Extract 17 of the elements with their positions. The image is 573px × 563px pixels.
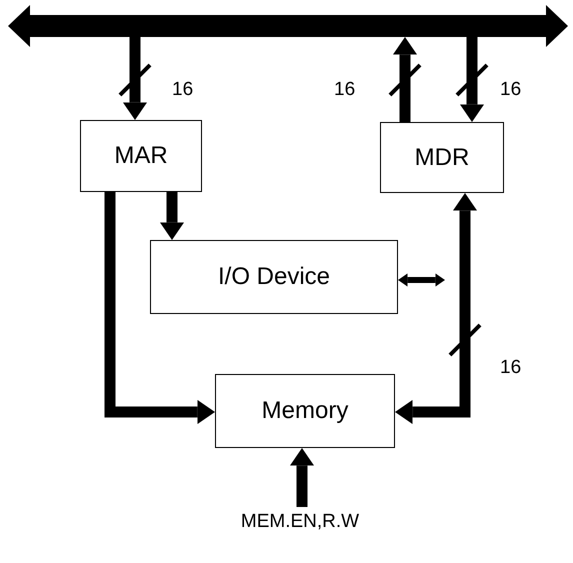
register-box: MDR xyxy=(380,122,504,193)
memory-box: Memory xyxy=(215,374,395,448)
edge-label: 16 xyxy=(500,80,522,99)
arrow xyxy=(395,193,478,424)
register-box: MAR xyxy=(80,120,202,192)
arrow xyxy=(460,37,484,122)
arrow xyxy=(104,192,215,424)
arrow xyxy=(398,273,445,287)
edge-label: 16 xyxy=(172,80,194,99)
edge-label: 16 xyxy=(334,80,356,99)
arrow xyxy=(392,37,418,122)
signal-label: MEM.EN,R.W xyxy=(215,507,385,537)
arrow xyxy=(290,448,314,507)
arrow xyxy=(122,37,148,120)
edge-label: 16 xyxy=(500,358,522,377)
device-box: I/O Device xyxy=(150,240,398,314)
arrow xyxy=(160,192,184,240)
